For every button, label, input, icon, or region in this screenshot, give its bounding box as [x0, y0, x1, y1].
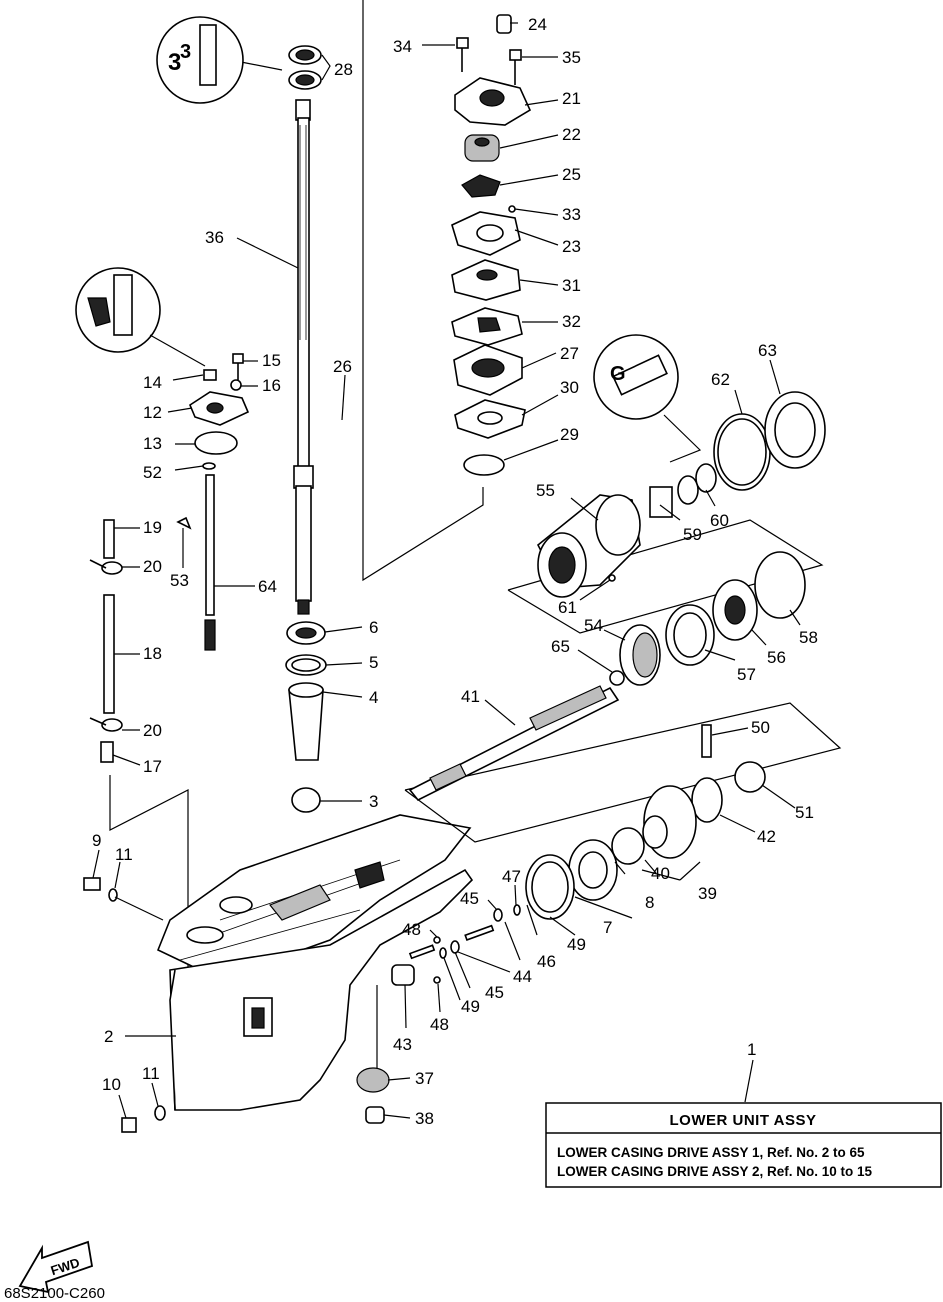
callout-27: 27 [560, 344, 579, 363]
casing-screws [83, 877, 166, 1133]
assembly-box: LOWER UNIT ASSY LOWER CASING DRIVE ASSY … [545, 1102, 942, 1188]
callout-59: 59 [683, 525, 702, 544]
callout-18: 18 [143, 644, 162, 663]
callout-4: 4 [369, 688, 378, 707]
callout-57: 57 [737, 665, 756, 684]
callout-23: 23 [562, 237, 581, 256]
retainer-rings [713, 391, 826, 491]
callout-56: 56 [767, 648, 786, 667]
callout-52: 52 [143, 463, 162, 482]
callout-15: 15 [262, 351, 281, 370]
callout-62: 62 [711, 370, 730, 389]
callout-63: 63 [758, 341, 777, 360]
callout-61: 61 [558, 598, 577, 617]
callout-8: 8 [645, 893, 654, 912]
assembly-line-2: LOWER CASING DRIVE ASSY 2, Ref. No. 10 t… [557, 1164, 873, 1179]
reverse-gear [609, 624, 661, 686]
callout-51: 51 [795, 803, 814, 822]
callout-1: 1 [747, 1040, 756, 1059]
drive-shaft [293, 99, 314, 615]
callout-47: 47 [502, 867, 521, 886]
callout-2: 2 [104, 1027, 113, 1046]
prop-shaft-housing [536, 463, 717, 598]
shaft-bearings [285, 621, 327, 813]
callout-49-right: 49 [567, 935, 586, 954]
assembly-line-1: LOWER CASING DRIVE ASSY 1, Ref. No. 2 to… [557, 1145, 865, 1160]
callout-46: 46 [537, 952, 556, 971]
callout-38: 38 [415, 1109, 434, 1128]
callout-44: 44 [513, 967, 532, 986]
lower-casing [156, 814, 474, 1111]
fwd-arrow: FWD [18, 1240, 94, 1294]
callout-19: 19 [143, 518, 162, 537]
callout-24: 24 [528, 15, 547, 34]
callout-60: 60 [710, 511, 729, 530]
callout-37: 37 [415, 1069, 434, 1088]
clutch-parts [391, 904, 521, 986]
callout-11-lower: 11 [142, 1064, 160, 1083]
callout-35: 35 [562, 48, 581, 67]
diagram-code: 68S2100-C260 [4, 1285, 105, 1302]
callout-31: 31 [562, 276, 581, 295]
callout-42: 42 [757, 827, 776, 846]
callout-12: 12 [143, 403, 162, 422]
callout-labels: 24 34 35 28 21 22 25 33 23 36 31 32 63 2… [92, 15, 818, 1128]
callout-7: 7 [603, 918, 612, 937]
forward-gear [525, 785, 697, 920]
callout-53: 53 [170, 571, 189, 590]
callout-39: 39 [698, 884, 717, 903]
callout-22: 22 [562, 125, 581, 144]
sealant-inset: 3 3 [156, 16, 244, 104]
svg-text:3: 3 [180, 41, 191, 63]
callout-16: 16 [262, 376, 281, 395]
callout-10: 10 [102, 1075, 121, 1094]
callout-11-upper: 11 [115, 845, 133, 864]
callout-5: 5 [369, 653, 378, 672]
grease-inset: G [593, 334, 679, 420]
water-pump-stack [451, 14, 532, 476]
callout-43: 43 [393, 1035, 412, 1054]
callout-25: 25 [562, 165, 581, 184]
callout-48-lower: 48 [430, 1015, 449, 1034]
callout-30: 30 [560, 378, 579, 397]
callout-55: 55 [536, 481, 555, 500]
leader-lines [92, 22, 801, 1119]
callout-50: 50 [751, 718, 770, 737]
callout-21: 21 [562, 89, 581, 108]
callout-9: 9 [92, 831, 101, 850]
callout-48-upper: 48 [402, 920, 421, 939]
callout-28: 28 [334, 60, 353, 79]
callout-13: 13 [143, 434, 162, 453]
propeller-shaft [408, 685, 620, 802]
callout-6: 6 [369, 618, 378, 637]
callout-3: 3 [369, 792, 378, 811]
callout-64: 64 [258, 577, 277, 596]
callout-40: 40 [651, 864, 670, 883]
svg-text:3: 3 [168, 49, 181, 76]
oil-seal-pair [288, 45, 322, 90]
callout-49-left: 49 [461, 997, 480, 1016]
callout-20-lower: 20 [143, 721, 162, 740]
callout-34: 34 [393, 37, 412, 56]
callout-33: 33 [562, 205, 581, 224]
callout-14: 14 [143, 373, 162, 392]
assembly-title: LOWER UNIT ASSY [670, 1112, 817, 1129]
callout-45-upper: 45 [460, 889, 479, 908]
callout-36: 36 [205, 228, 224, 247]
callout-65: 65 [551, 637, 570, 656]
callout-26: 26 [333, 357, 352, 376]
shift-rod-group [75, 267, 250, 763]
callout-29: 29 [560, 425, 579, 444]
callout-32: 32 [562, 312, 581, 331]
callout-58: 58 [799, 628, 818, 647]
callout-54: 54 [584, 616, 603, 635]
svg-text:G: G [610, 363, 626, 385]
callout-41: 41 [461, 687, 480, 706]
callout-45-lower: 45 [485, 983, 504, 1002]
callout-20-upper: 20 [143, 557, 162, 576]
callout-17: 17 [143, 757, 162, 776]
